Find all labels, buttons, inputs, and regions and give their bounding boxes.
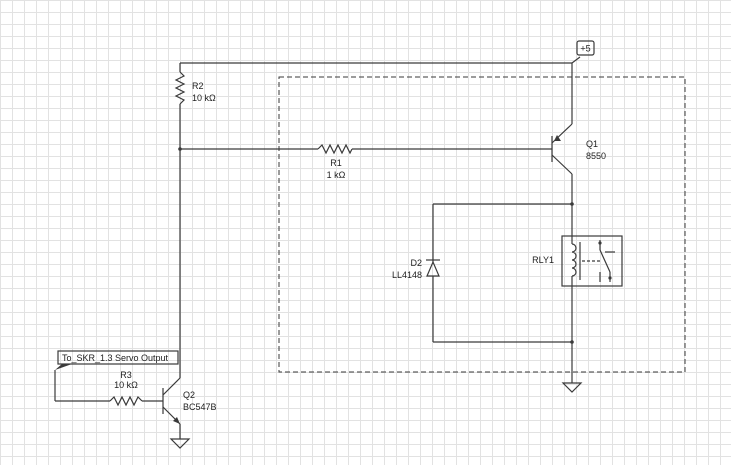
r1-value: 1 kΩ (327, 170, 346, 180)
transistor-q1[interactable]: Q1 8550 (551, 122, 606, 176)
transistor-q2[interactable]: Q2 BC547B (162, 377, 217, 426)
junction-dot (570, 340, 574, 344)
r2-ref: R2 (192, 81, 204, 91)
d2-value: LL4148 (392, 270, 422, 280)
net-pointer-icon (55, 364, 72, 370)
supply-flag[interactable]: +5 (576, 40, 595, 56)
r3-ref: R3 (120, 370, 132, 380)
resistor-r2[interactable]: R2 10 kΩ (174, 71, 216, 105)
supply-label: +5 (580, 44, 590, 54)
junction-dot (570, 202, 574, 206)
wires (54, 56, 581, 437)
diode-d2[interactable]: D2 LL4148 (392, 258, 440, 280)
q2-value: BC547B (183, 402, 217, 412)
r3-value: 10 kΩ (114, 380, 138, 390)
rly1-ref: RLY1 (532, 255, 554, 265)
resistor-r3[interactable]: R3 10 kΩ (109, 370, 143, 407)
q1-ref: Q1 (586, 139, 598, 149)
junction-dot (178, 147, 182, 151)
ground-icon (169, 437, 191, 449)
input-net-flag[interactable]: To_SKR_1.3 Servo Output (55, 350, 179, 370)
relay-module-outline (278, 76, 686, 373)
r1-ref: R1 (330, 158, 342, 168)
emitter-arrow-icon (173, 417, 180, 424)
relay-rly1[interactable]: RLY1 (532, 235, 623, 287)
resistor-r1[interactable]: R1 1 kΩ (317, 143, 353, 180)
input-net-label: To_SKR_1.3 Servo Output (62, 353, 169, 363)
ground-icon (561, 380, 583, 393)
emitter-arrow-icon (554, 135, 561, 141)
d2-ref: D2 (410, 258, 422, 268)
r2-value: 10 kΩ (192, 93, 216, 103)
q1-value: 8550 (586, 151, 606, 161)
q2-ref: Q2 (183, 390, 195, 400)
